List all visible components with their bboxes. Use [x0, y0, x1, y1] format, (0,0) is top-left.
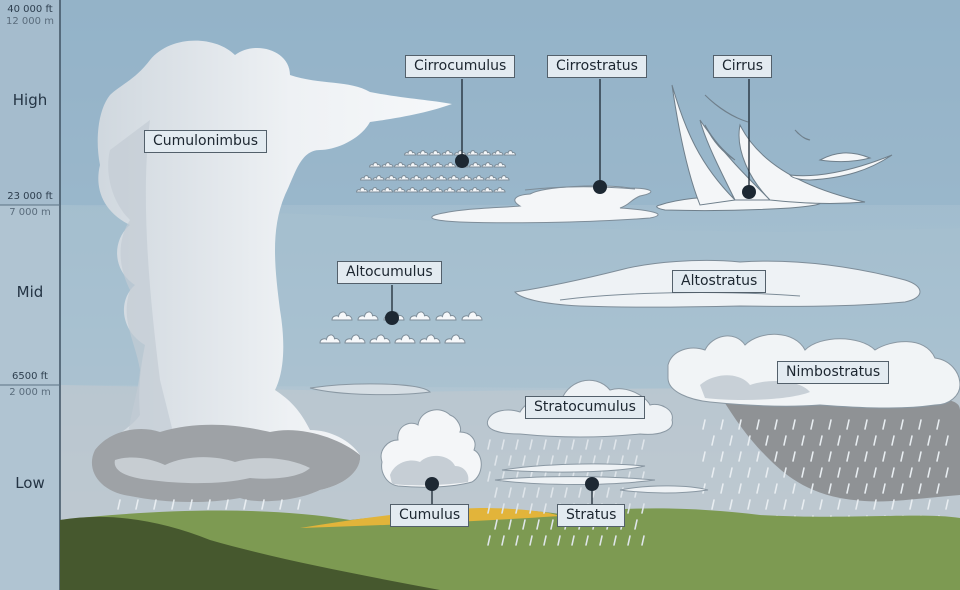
band-low-label: Low: [15, 474, 45, 492]
label-cumulonimbus: Cumulonimbus: [144, 130, 268, 153]
cirrocumulus-cloud: [355, 150, 517, 193]
cumulus-cloud: [380, 409, 482, 488]
tick-top-meters: 12 000 m: [6, 16, 54, 27]
label-altocumulus: Altocumulus: [337, 261, 442, 284]
tick-mid-base-feet: 6500 ft: [12, 371, 48, 382]
tick-high-base-feet: 23 000 ft: [7, 191, 53, 202]
label-cirrostratus: Cirrostratus: [547, 55, 647, 78]
tick-mid-base-meters: 2 000 m: [9, 387, 51, 398]
altocumulus-cloud: [319, 311, 483, 344]
label-altostratus: Altostratus: [672, 270, 767, 293]
cirrus-cloud: [656, 84, 893, 212]
ground: [60, 508, 960, 590]
label-stratocumulus: Stratocumulus: [525, 396, 645, 419]
label-cirrocumulus: Cirrocumulus: [405, 55, 516, 78]
stratus-cloud: [494, 463, 709, 494]
label-cirrus: Cirrus: [713, 55, 773, 78]
cirrostratus-cloud: [431, 185, 659, 224]
band-mid-label: Mid: [16, 283, 44, 301]
leader-dots: [385, 154, 756, 491]
tick-high-base-meters: 7 000 m: [9, 207, 51, 218]
mid-haze-line: [309, 383, 432, 396]
tick-top-feet: 40 000 ft: [7, 4, 53, 15]
label-cumulus: Cumulus: [390, 504, 470, 527]
label-nimbostratus: Nimbostratus: [777, 361, 890, 384]
band-high-label: High: [12, 91, 48, 109]
label-stratus: Stratus: [557, 504, 626, 527]
cumulonimbus-cloud: [91, 40, 453, 503]
